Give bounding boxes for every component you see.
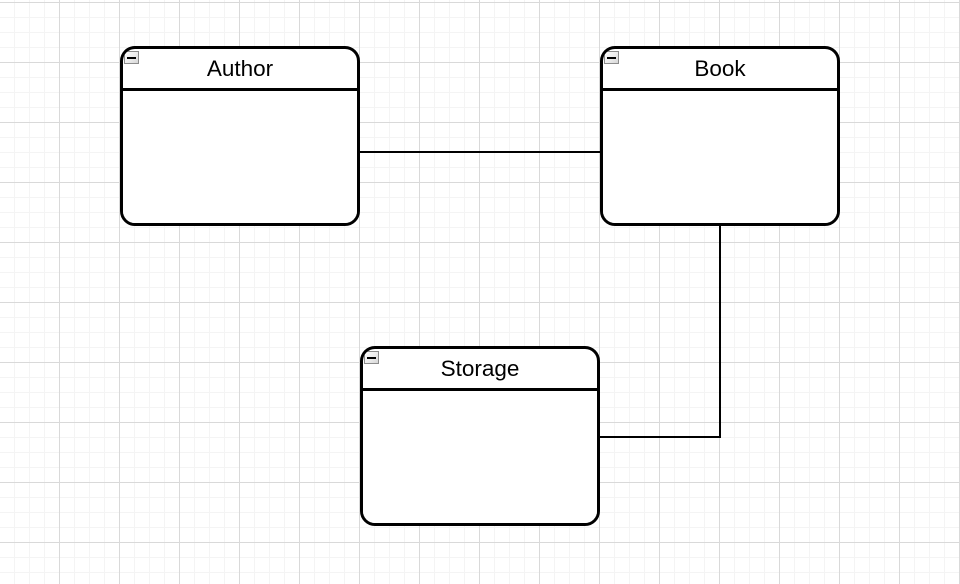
- node-storage-label: Storage: [440, 356, 520, 382]
- collapse-toggle-button[interactable]: [124, 51, 139, 64]
- node-book-body: [603, 91, 837, 223]
- node-author[interactable]: Author: [120, 46, 360, 226]
- node-book-header: Book: [603, 49, 837, 91]
- node-author-header: Author: [123, 49, 357, 91]
- node-book[interactable]: Book: [600, 46, 840, 226]
- collapse-toggle-button[interactable]: [364, 351, 379, 364]
- edge-book-storage-horizontal-segment[interactable]: [600, 436, 721, 438]
- collapse-toggle-button[interactable]: [604, 51, 619, 64]
- edge-book-storage-vertical-segment[interactable]: [719, 224, 721, 438]
- minus-icon: [127, 56, 136, 59]
- node-storage[interactable]: Storage: [360, 346, 600, 526]
- edge-author-book[interactable]: [360, 151, 600, 153]
- node-book-label: Book: [694, 56, 746, 82]
- minus-icon: [607, 56, 616, 59]
- minus-icon: [367, 356, 376, 359]
- node-storage-body: [363, 391, 597, 523]
- node-author-label: Author: [206, 56, 274, 82]
- node-storage-header: Storage: [363, 349, 597, 391]
- node-author-body: [123, 91, 357, 223]
